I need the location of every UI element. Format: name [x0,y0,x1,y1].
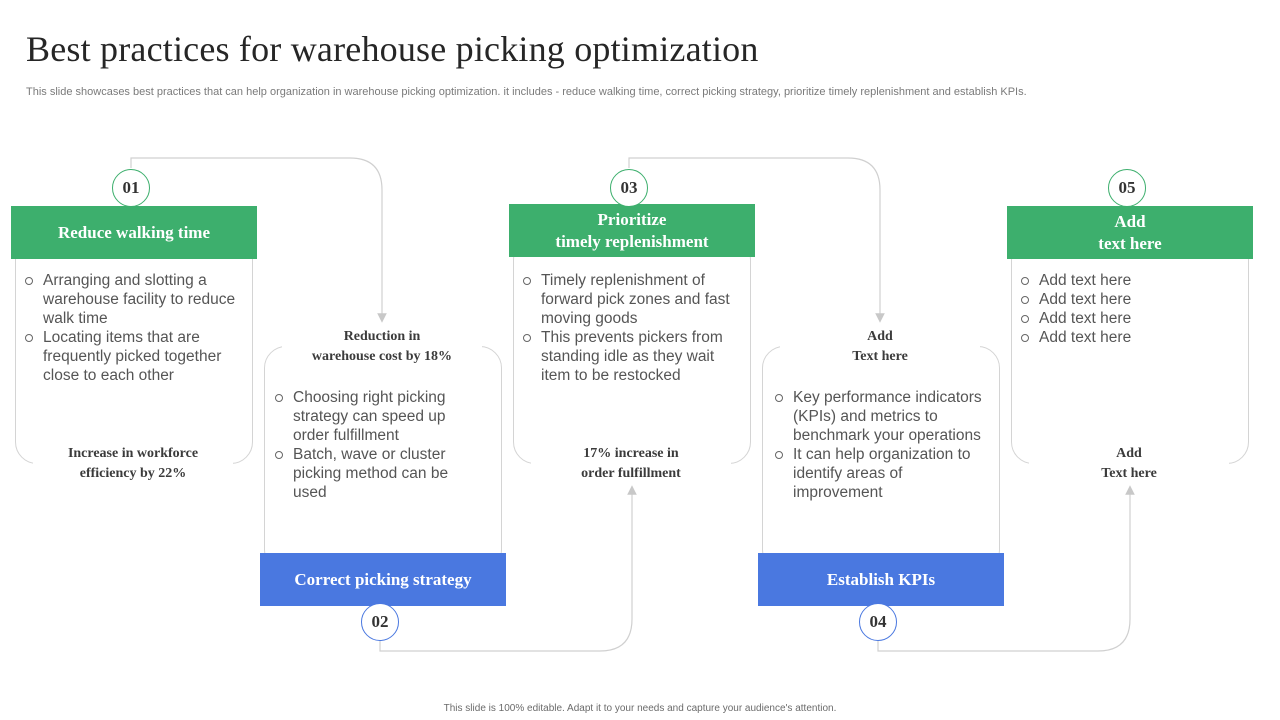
bullet-item: Arranging and slotting a warehouse facil… [25,271,247,328]
bullet-item: Choosing right picking strategy can spee… [275,388,475,445]
step-04-header: Establish KPIs [758,553,1004,606]
connector-04-05 [877,485,1135,652]
step-01-heading: Reduce walking time [57,222,211,242]
connector-03-04 [628,157,885,323]
step-01-number: 01 [112,169,150,207]
bullet-item: Batch, wave or cluster picking method ca… [275,445,475,502]
connector-02-03 [379,485,637,652]
step-04-bullets: Key performance indicators (KPIs) and me… [775,388,993,502]
step-01-bullets: Arranging and slotting a warehouse facil… [25,271,247,385]
step-03-number: 03 [610,169,648,207]
page-title: Best practices for warehouse picking opt… [26,29,759,69]
step-01-stat: Increase in workforce efficiency by 22% [33,444,233,484]
step-02-number: 02 [361,603,399,641]
step-01-header: Reduce walking time [11,206,257,259]
bullet-item: Add text here [1021,328,1243,347]
step-02-header: Correct picking strategy [260,553,506,606]
bullet-item: Locating items that are frequently picke… [25,328,247,385]
step-02-stat: Reduction in warehouse cost by 18% [282,327,482,367]
step-03-header: Prioritize timely replenishment [509,204,755,257]
step-03-bullets: Timely replenishment of forward pick zon… [523,271,745,385]
bullet-item: Key performance indicators (KPIs) and me… [775,388,993,445]
bullet-item: This prevents pickers from standing idle… [523,328,745,385]
step-02-heading: Correct picking strategy [294,569,472,589]
step-05-bullets: Add text here Add text here Add text her… [1021,271,1243,347]
bullet-item: Timely replenishment of forward pick zon… [523,271,745,328]
step-03-stat: 17% increase in order fulfillment [531,444,731,484]
step-02-bullets: Choosing right picking strategy can spee… [275,388,475,502]
bullet-item: Add text here [1021,290,1243,309]
page-subtitle: This slide showcases best practices that… [26,86,1027,98]
step-05-number: 05 [1108,169,1146,207]
step-05-stat: Add Text here [1029,444,1229,484]
step-03-heading: Prioritize timely replenishment [555,209,709,251]
step-05-heading: Add text here [1098,211,1162,253]
bullet-item: Add text here [1021,271,1243,290]
step-04-heading: Establish KPIs [826,569,936,589]
footer-note: This slide is 100% editable. Adapt it to… [443,703,837,714]
bullet-item: It can help organization to identify are… [775,445,993,502]
connector-01-02 [130,157,387,323]
step-04-number: 04 [859,603,897,641]
bullet-item: Add text here [1021,309,1243,328]
step-04-stat: Add Text here [780,327,980,367]
step-05-header: Add text here [1007,206,1253,259]
